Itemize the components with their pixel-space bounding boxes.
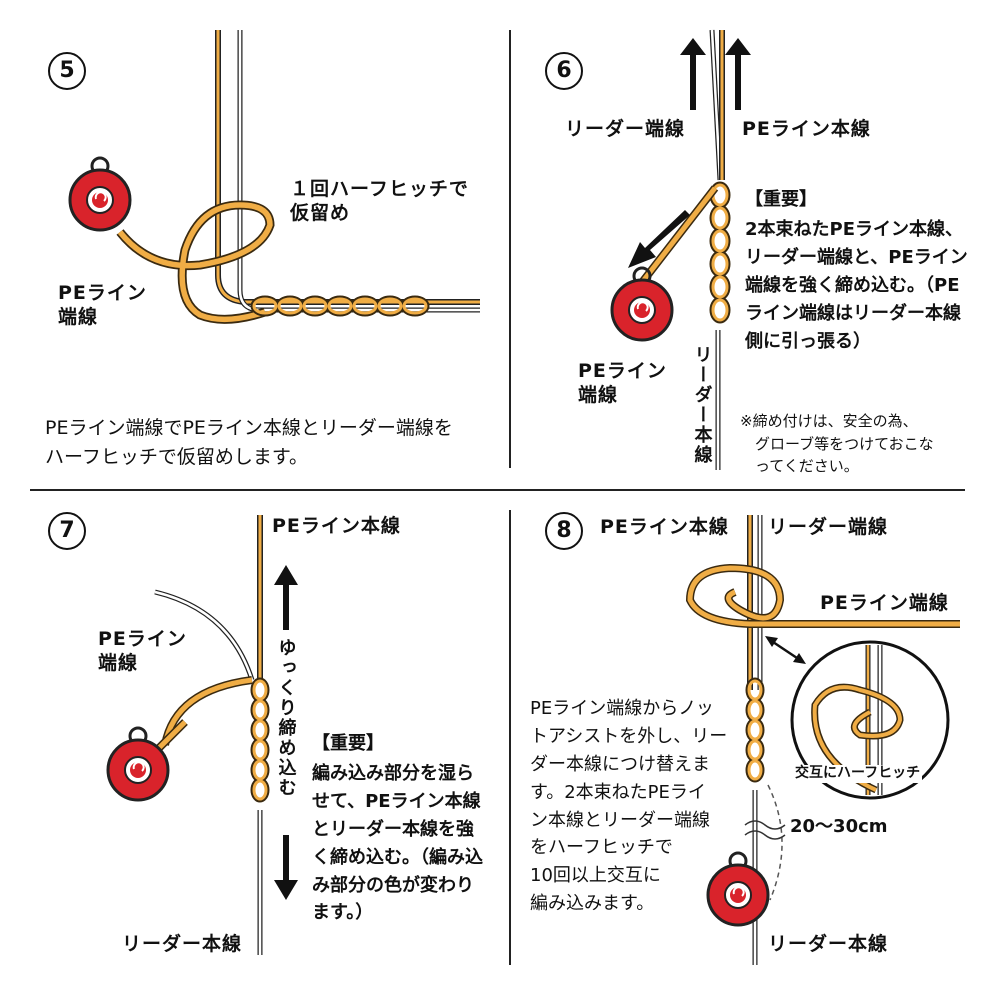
p6-pe-main-label: PEライン本線 (742, 118, 871, 140)
p7-leader-main-label: リーダー本線 (122, 933, 243, 955)
p6-important-title: 【重要】 (745, 189, 817, 210)
step-6-number: 6 (545, 52, 583, 90)
p8-leader-main-label: リーダー本線 (768, 933, 889, 955)
p8-inset-label: 交互にハーフヒッチ (793, 765, 923, 783)
p8-caption: PEライン端線からノッ トアシストを外し、リー ダー本線につけ替えま す。2本束… (530, 698, 728, 915)
p8-leader-tag-label: リーダー端線 (768, 516, 889, 538)
step-5-number: 5 (48, 52, 86, 90)
p8-pe-main-label: PEライン本線 (600, 516, 729, 538)
p7-important-body: 編み込み部分を湿ら せて、PEライン本線 とリーダー本線を強 く締め込む。（編み… (312, 763, 483, 924)
p5-half-hitch-label: １回ハーフヒッチで 仮留め (290, 178, 469, 224)
step-7-number: 7 (48, 512, 86, 550)
p6-pe-tag-label: PEライン 端線 (578, 360, 667, 406)
p6-leader-tag-label: リーダー端線 (565, 118, 686, 140)
panel8-artwork (685, 515, 960, 965)
p6-safety-note: ※締め付けは、安全の為、 グローブ等をつけておこな ってください。 (740, 412, 934, 475)
panel6-artwork (610, 29, 751, 470)
p5-pe-tag-label: PEライン 端線 (58, 282, 147, 328)
p6-important-body: 2本束ねたPEライン本線、 リーダー端線と、PEライン 端線を強く締め込む。（P… (745, 219, 968, 352)
p6-leader-main-label: リーダー本線 (691, 345, 713, 465)
p8-pe-tag-label: PEライン端線 (820, 592, 949, 614)
p7-pe-main-label: PEライン本線 (272, 515, 401, 537)
panel5-artwork (68, 30, 480, 324)
p7-slowly-tighten-label: ゆっくり締め込む (275, 638, 297, 798)
panel7-artwork (106, 515, 298, 955)
p7-important-title: 【重要】 (312, 733, 384, 754)
step-8-number: 8 (545, 512, 583, 550)
p7-pe-tag-label: PEライン 端線 (98, 628, 187, 674)
p5-caption: PEライン端線でPEライン本線とリーダー端線を ハーフヒッチで仮留めします。 (45, 417, 453, 469)
p8-length-label: 20〜30cm (790, 816, 888, 837)
